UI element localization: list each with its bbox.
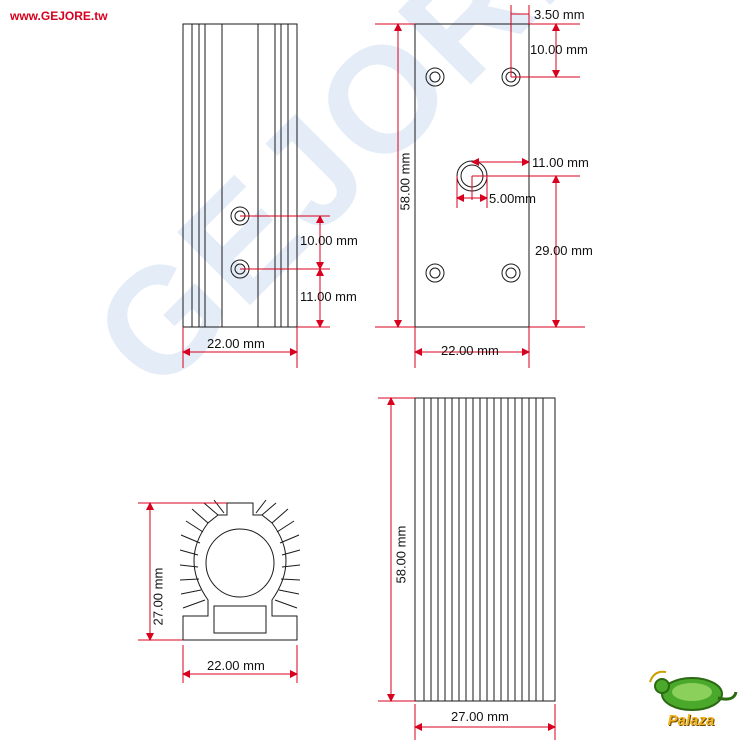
palaza-logo-text: Palaza [667,712,715,729]
bore-circle [205,528,275,598]
side-width-label: 22.00 mm [207,336,265,351]
top-center-height-label: 29.00 mm [535,243,593,258]
mount-hole-br [501,263,521,283]
side-view [182,23,298,328]
top-length-label: 58.00 mm [397,152,413,211]
mount-hole-tl [425,67,445,87]
mount-hole-bl [425,263,445,283]
side-bottom-offset-label: 11.00 mm [300,289,357,304]
front-profile [182,502,298,641]
front-slot [213,605,267,634]
top-top-offset-label: 10.00 mm [530,42,588,57]
front-width-label: 22.00 mm [207,658,265,673]
fin-dimensions [378,397,556,740]
top-dimensions [375,5,585,368]
fin-view [414,397,556,702]
fin-width-label: 27.00 mm [451,709,509,724]
fin-body [414,397,556,702]
side-hole-spacing-label: 10.00 mm [300,233,358,248]
front-height-label: 27.00 mm [150,567,166,626]
palaza-logo [649,670,738,711]
top-hole-diameter-label: 5.00mm [489,191,536,206]
top-width-label: 22.00 mm [441,343,499,358]
top-hole-center-label: 11.00 mm [532,155,589,170]
front-dimensions [138,502,298,683]
side-dimensions [182,215,330,368]
fin-length-label: 58.00 mm [393,525,409,584]
top-edge-offset-label: 3.50 mm [534,7,585,22]
site-url: www.GEJORE.tw [10,9,108,23]
front-view [179,499,301,641]
side-body [182,23,298,328]
